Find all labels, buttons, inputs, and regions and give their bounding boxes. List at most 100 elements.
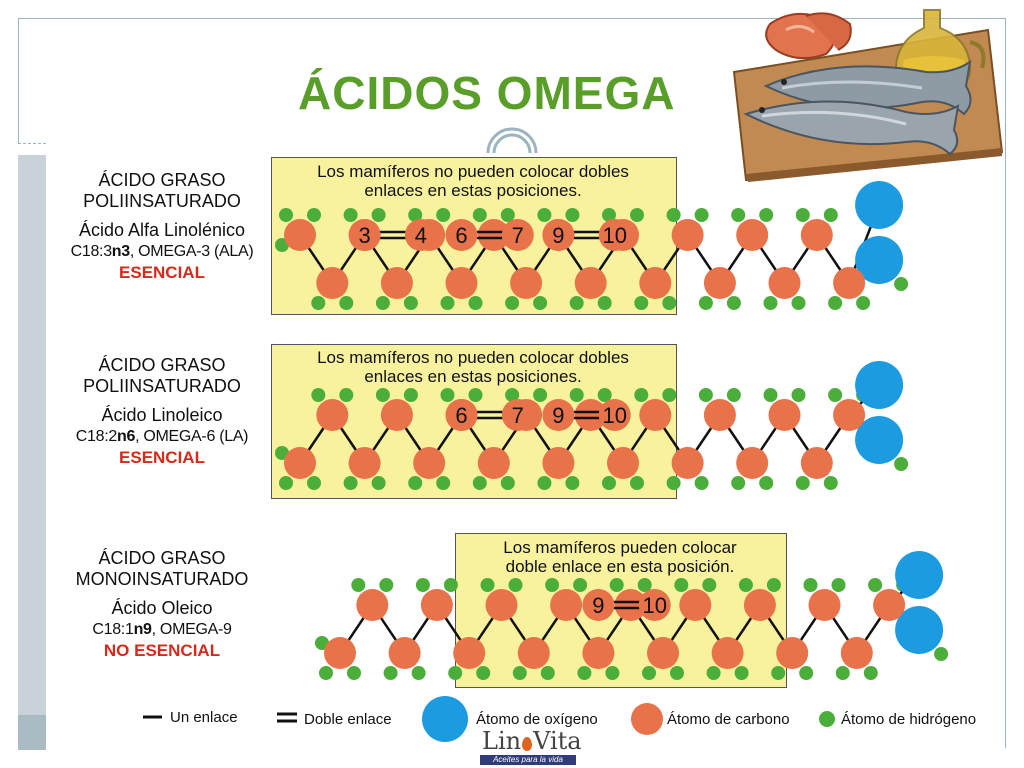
carbon-atom xyxy=(736,447,769,479)
carbon-atom-numbered xyxy=(445,219,478,251)
hydrogen-atom xyxy=(934,647,949,661)
hydrogen-atom xyxy=(771,666,786,680)
acid-type-line1: ÁCIDO GRASO xyxy=(98,355,226,375)
hydrogen-atom xyxy=(698,388,713,402)
hydrogen-atom xyxy=(311,388,326,402)
hydrogen-atom xyxy=(759,476,774,490)
hydrogen-atom xyxy=(835,666,850,680)
acid-name: Ácido Alfa Linolénico xyxy=(78,220,246,240)
hydrogen-atom xyxy=(759,208,774,222)
legend-hydrogen: Átomo de hidrógeno xyxy=(841,711,977,728)
acid-type-line2: POLIINSATURADO xyxy=(83,376,241,396)
slide-title: ÁCIDOS OMEGA xyxy=(298,67,676,119)
hydrogen-atom xyxy=(634,296,649,310)
carbon-atom xyxy=(614,589,647,621)
oxygen-atom xyxy=(895,551,944,599)
hydrogen-atom xyxy=(605,666,620,680)
hydrogen-atom xyxy=(828,388,843,402)
acid-formula: C18:3n3, OMEGA-3 (ALA) xyxy=(70,243,254,260)
acid-formula: C18:2n6, OMEGA-6 (LA) xyxy=(75,428,249,445)
oxygen-atom xyxy=(855,361,904,409)
legend-double-bond: Doble enlace xyxy=(304,711,392,728)
carbon-atom xyxy=(574,267,607,299)
hydrogen-atom xyxy=(476,666,491,680)
carbon-atom xyxy=(833,267,866,299)
hydrogen-atom xyxy=(637,578,652,592)
hydrogen-atom xyxy=(731,208,746,222)
hydrogen-atom xyxy=(828,296,843,310)
hydrogen-atom xyxy=(726,296,741,310)
legend-single-bond: Un enlace xyxy=(170,709,238,726)
hydrogen-atom xyxy=(279,208,293,222)
hydrogen-atom xyxy=(823,208,838,222)
hydrogen-atom xyxy=(670,666,684,680)
hydrogen-atom xyxy=(403,296,418,310)
acid-type-line1: ÁCIDO GRASO xyxy=(98,170,226,190)
hydrogen-atom xyxy=(540,666,555,680)
hydrogen-atom xyxy=(577,666,592,680)
carbon-atom xyxy=(800,219,833,251)
hydrogen-atom xyxy=(383,666,398,680)
hydrogen-atom xyxy=(339,296,354,310)
carbon-atom xyxy=(768,399,801,431)
hydrogen-atom xyxy=(831,578,846,592)
acid-type-line2: POLIINSATURADO xyxy=(83,191,241,211)
hydrogen-atom xyxy=(634,388,649,402)
carbon-atom xyxy=(574,399,607,431)
carbon-atom xyxy=(582,637,615,669)
carbon-atom xyxy=(324,637,356,669)
hydrogen-atom xyxy=(674,578,689,592)
slide-side-bar-bottom xyxy=(18,715,46,750)
oxygen-atom xyxy=(855,181,904,229)
carbon-position-number: 7 xyxy=(512,403,524,428)
hydrogen-atom xyxy=(698,296,713,310)
hydrogen-atom xyxy=(411,666,426,680)
carbon-atom xyxy=(736,219,769,251)
hydrogen-atom xyxy=(694,208,709,222)
hydrogen-atom xyxy=(408,208,423,222)
hydrogen-atom xyxy=(443,578,458,592)
hydrogen-atom xyxy=(436,476,451,490)
hydrogen-atom xyxy=(863,666,878,680)
carbon-atom xyxy=(743,589,776,621)
hydrogen-atom xyxy=(597,388,612,402)
hydrogen-atom xyxy=(415,578,430,592)
hydrogen-atom xyxy=(609,578,624,592)
carbon-atom xyxy=(833,399,866,431)
carbon-position-number: 7 xyxy=(512,223,524,248)
carbon-position-number: 4 xyxy=(415,223,427,248)
hydrogen-atom xyxy=(823,476,838,490)
hydrogen-atom xyxy=(569,388,584,402)
hydrogen-atom xyxy=(791,296,806,310)
slide-frame-right xyxy=(1005,18,1006,748)
hydrogen-atom xyxy=(803,578,818,592)
hydrogen-atom xyxy=(738,578,753,592)
hydrogen-atom xyxy=(440,296,455,310)
carbon-position-number: 3 xyxy=(358,223,370,248)
carbon-atom xyxy=(671,219,704,251)
carbon-atom xyxy=(420,589,453,621)
hydrogen-atom xyxy=(448,666,463,680)
hydrogen-atom xyxy=(666,476,681,490)
hydrogen-atom xyxy=(505,296,520,310)
hydrogen-atom xyxy=(440,388,455,402)
carbon-atom-numbered xyxy=(582,589,615,621)
carbon-atom xyxy=(873,589,906,621)
carbon-position-number: 10 xyxy=(602,223,626,248)
hydrogen-atom xyxy=(702,578,717,592)
oxygen-atom xyxy=(895,606,944,654)
carbon-atom xyxy=(542,447,575,479)
carbon-atom xyxy=(639,399,672,431)
hydrogen-atom xyxy=(894,457,909,471)
hydrogen-atom xyxy=(602,476,616,490)
carbon-atom xyxy=(388,637,421,669)
carbon-atom xyxy=(671,447,704,479)
legend-oxygen: Átomo de oxígeno xyxy=(476,711,598,728)
carbon-atom-numbered xyxy=(542,219,575,251)
carbon-atom xyxy=(316,399,349,431)
